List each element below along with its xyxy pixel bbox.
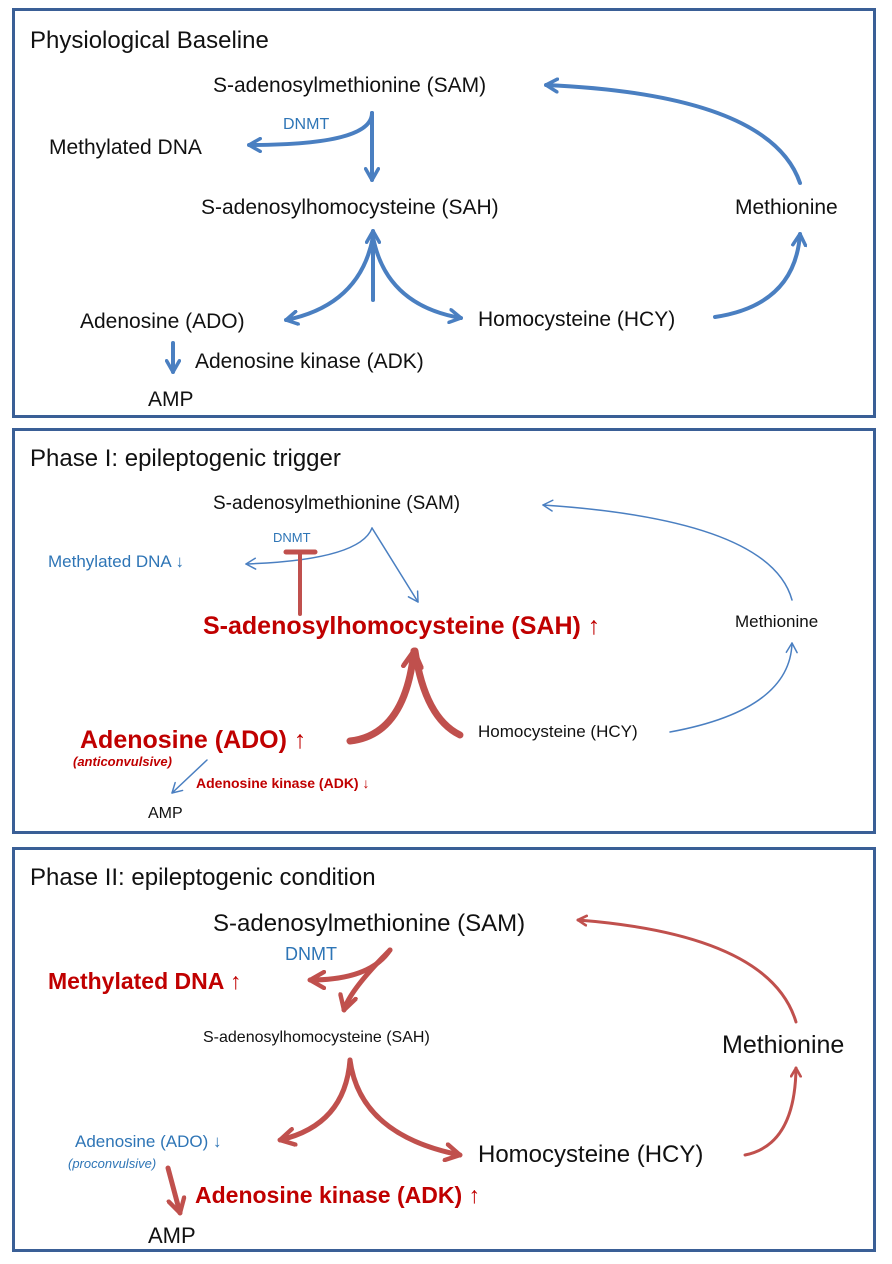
p3-homocysteine-label: Homocysteine (HCY) bbox=[478, 1141, 704, 1168]
p1-adenosine-label: Adenosine (ADO) bbox=[80, 310, 245, 333]
panel-phase-two bbox=[12, 847, 876, 1252]
p1-amp-label: AMP bbox=[148, 388, 194, 411]
panel-phase-one bbox=[12, 428, 876, 834]
p1-sah-label: S-adenosylhomocysteine (SAH) bbox=[201, 196, 499, 219]
p1-homocysteine-label: Homocysteine (HCY) bbox=[478, 308, 676, 331]
p1-dnmt-label: DNMT bbox=[283, 116, 330, 133]
p2-anticonvulsive-label: (anticonvulsive) bbox=[73, 754, 172, 769]
p2-sah-label: S-adenosylhomocysteine (SAH) ↑ bbox=[203, 612, 601, 640]
p3-dnmt-label: DNMT bbox=[285, 944, 337, 964]
p1-title: Physiological Baseline bbox=[30, 27, 269, 54]
p2-amp-label: AMP bbox=[148, 805, 183, 822]
p2-title: Phase I: epileptogenic trigger bbox=[30, 445, 341, 472]
p2-adk-label: Adenosine kinase (ADK) ↓ bbox=[196, 775, 370, 791]
p2-methylated-dna-label: Methylated DNA ↓ bbox=[48, 552, 185, 571]
panel-physiological-baseline bbox=[12, 8, 876, 418]
p1-methylated-dna-label: Methylated DNA bbox=[49, 136, 202, 159]
p3-sam-label: S-adenosylmethionine (SAM) bbox=[213, 910, 526, 937]
p2-adenosine-label: Adenosine (ADO) ↑ bbox=[80, 726, 307, 754]
p1-adk-label: Adenosine kinase (ADK) bbox=[195, 350, 424, 373]
p2-sam-label: S-adenosylmethionine (SAM) bbox=[213, 493, 461, 514]
p3-sah-label: S-adenosylhomocysteine (SAH) bbox=[203, 1029, 430, 1046]
p3-adenosine-label: Adenosine (ADO) ↓ bbox=[75, 1132, 222, 1151]
p1-methionine-label: Methionine bbox=[735, 196, 838, 219]
p2-methionine-label: Methionine bbox=[735, 612, 819, 631]
p1-sam-label: S-adenosylmethionine (SAM) bbox=[213, 74, 487, 97]
p3-adk-label: Adenosine kinase (ADK) ↑ bbox=[195, 1182, 480, 1208]
p2-dnmt-label: DNMT bbox=[273, 530, 311, 545]
p3-methionine-label: Methionine bbox=[722, 1031, 845, 1059]
p3-title: Phase II: epileptogenic condition bbox=[30, 864, 376, 891]
p3-proconvulsive-label: (proconvulsive) bbox=[68, 1156, 157, 1171]
p3-amp-label: AMP bbox=[148, 1223, 196, 1248]
p3-methylated-dna-label: Methylated DNA ↑ bbox=[48, 968, 242, 994]
p2-homocysteine-label: Homocysteine (HCY) bbox=[478, 722, 638, 741]
